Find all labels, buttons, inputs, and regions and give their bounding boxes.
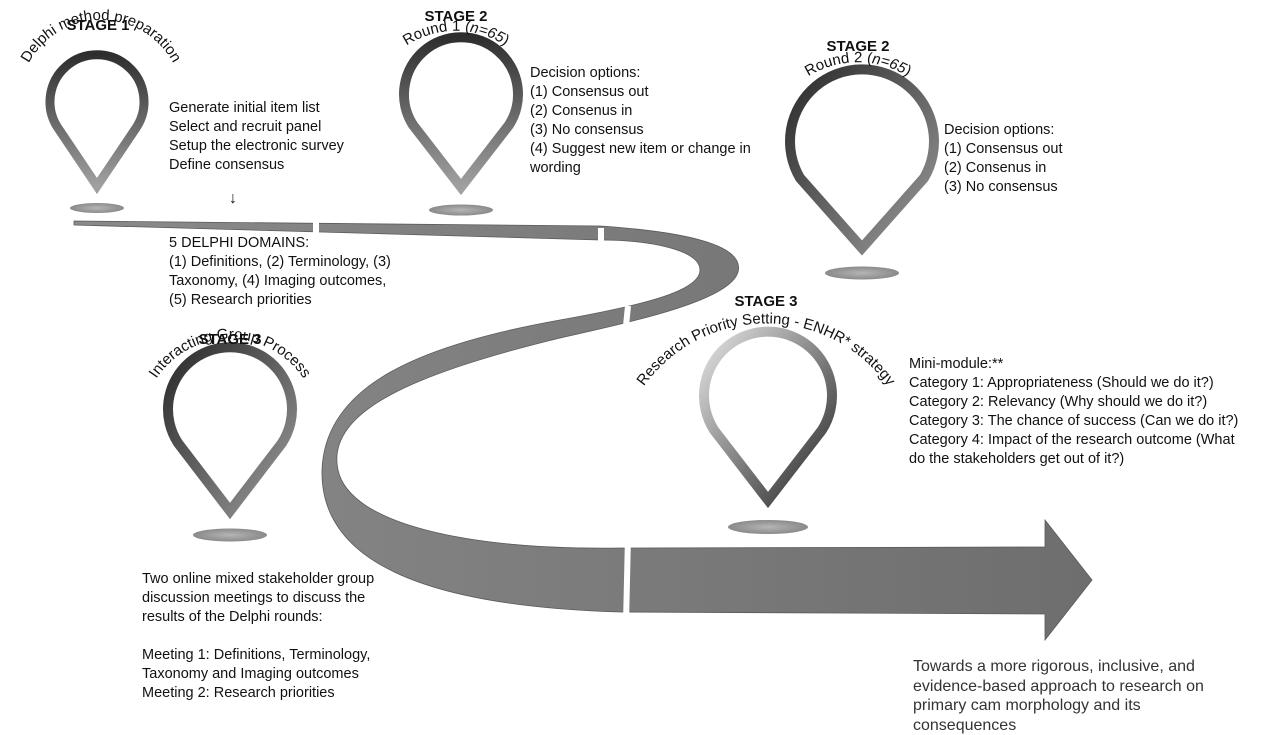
stage1-item: Setup the electronic survey (169, 137, 344, 156)
stage2-round2-title: Round 2 (n=65) (802, 49, 914, 80)
module-heading: Mini-module:** (909, 355, 1238, 374)
module-category: Category 3: The chance of success (Can w… (909, 412, 1238, 431)
option-item: (3) No consensus (530, 121, 751, 140)
module-category: Category 2: Relevancy (Why should we do … (909, 393, 1238, 412)
domains-line: (5) Research priorities (169, 291, 391, 310)
mini-module-categories: Mini-module:** Category 1: Appropriatene… (909, 355, 1238, 469)
option-item: (1) Consensus out (944, 140, 1062, 159)
delphi-domains: 5 DELPHI DOMAINS: (1) Definitions, (2) T… (169, 234, 391, 310)
stage3-group-title: Interacting Group Process (146, 326, 315, 381)
option-item: (2) Consenus in (944, 159, 1062, 178)
stage1-item: Generate initial item list (169, 99, 344, 118)
target-statement: Towards a more rigorous, inclusive, and … (913, 657, 1204, 735)
target-line: Towards a more rigorous, inclusive, and (913, 657, 1204, 677)
description-line (142, 627, 374, 646)
description-line: Meeting 2: Research priorities (142, 684, 374, 703)
target-line: consequences (913, 716, 1204, 735)
group-process-description: Two online mixed stakeholder group discu… (142, 570, 374, 703)
down-arrow-icon: ↓ (229, 190, 237, 208)
description-line: discussion meetings to discuss the (142, 589, 374, 608)
option-item: (3) No consensus (944, 178, 1062, 197)
description-line: Two online mixed stakeholder group (142, 570, 374, 589)
description-line: Taxonomy and Imaging outcomes (142, 665, 374, 684)
stage3-priority-title: Research Priority Setting - ENHR* strate… (633, 310, 899, 389)
stage3-priority-pin-icon (704, 332, 832, 534)
stage2-round1-pin-icon (404, 37, 518, 215)
domains-line: (1) Definitions, (2) Terminology, (3) (169, 253, 391, 272)
module-category: do the stakeholders get out of it?) (909, 450, 1238, 469)
description-line: Meeting 1: Definitions, Terminology, (142, 646, 374, 665)
option-item: wording (530, 159, 751, 178)
stage2-round2-pin-icon (790, 69, 934, 279)
round2-decision-options: Decision options: (1) Consensus out (2) … (944, 121, 1062, 197)
stage3-group-pin-icon (168, 347, 292, 541)
option-item: (1) Consensus out (530, 83, 751, 102)
domains-heading: 5 DELPHI DOMAINS: (169, 234, 391, 253)
options-heading: Decision options: (530, 64, 751, 83)
domains-line: Taxonomy, (4) Imaging outcomes, (169, 272, 391, 291)
module-category: Category 1: Appropriateness (Should we d… (909, 374, 1238, 393)
stage1-item: Define consensus (169, 156, 344, 175)
target-line: evidence-based approach to research on (913, 677, 1204, 697)
options-heading: Decision options: (944, 121, 1062, 140)
stage3-priority-label: STAGE 3 (734, 293, 797, 310)
description-line: results of the Delphi rounds: (142, 608, 374, 627)
stage2-round1-title: Round 1 (n=65) (400, 18, 512, 49)
round1-decision-options: Decision options: (1) Consensus out (2) … (530, 64, 751, 178)
stage1-item-list: Generate initial item list Select and re… (169, 99, 344, 175)
module-category: Category 4: Impact of the research outco… (909, 431, 1238, 450)
stage1-item: Select and recruit panel (169, 118, 344, 137)
stage1-pin-icon (50, 55, 144, 213)
option-item: (4) Suggest new item or change in (530, 140, 751, 159)
option-item: (2) Consenus in (530, 102, 751, 121)
target-line: primary cam morphology and its (913, 696, 1204, 716)
